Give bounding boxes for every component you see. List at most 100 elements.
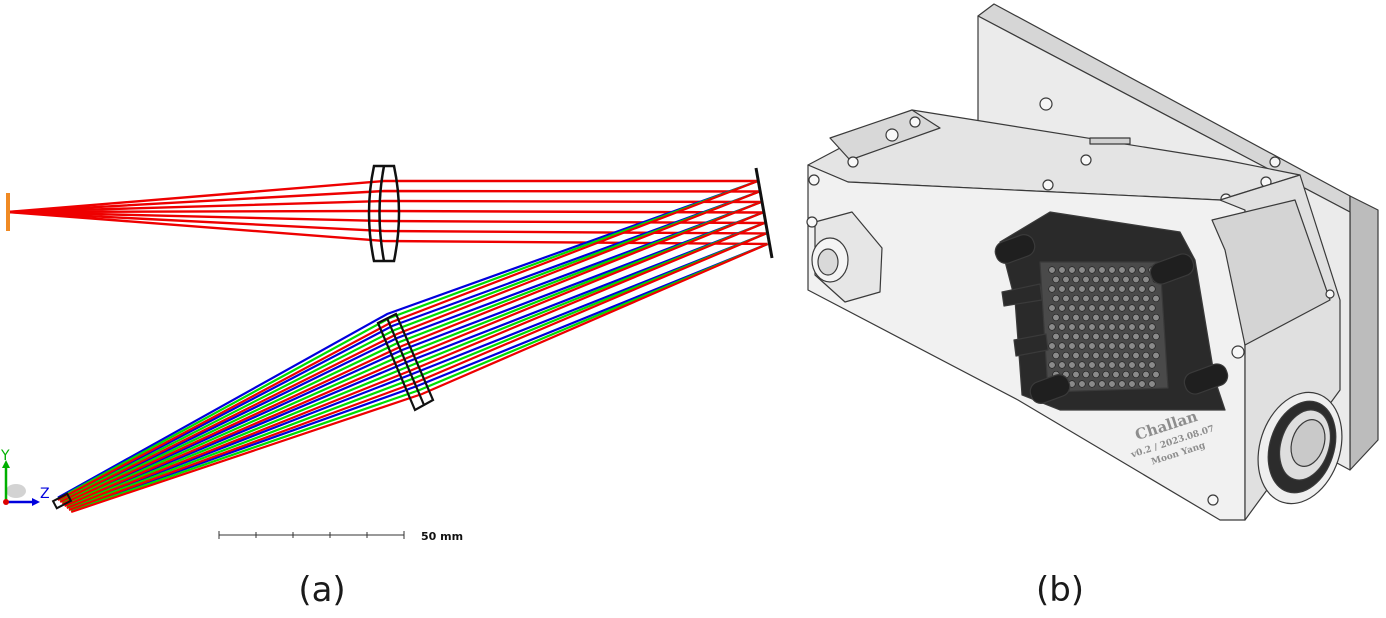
grid-cell bbox=[1112, 294, 1120, 303]
grid-cell bbox=[1048, 285, 1056, 293]
grid-cell bbox=[1148, 304, 1156, 312]
ray-green bbox=[70, 242, 769, 512]
ray-red bbox=[7, 210, 765, 225]
grid-cell bbox=[1148, 285, 1156, 293]
grid-cell bbox=[1048, 266, 1056, 274]
grid-cell bbox=[1122, 313, 1130, 322]
grid-cell bbox=[1128, 361, 1136, 369]
grid-cell bbox=[1068, 285, 1076, 293]
grid-cell bbox=[1122, 294, 1130, 303]
grid-cell bbox=[1138, 304, 1146, 312]
grid-cell bbox=[1092, 351, 1100, 360]
grid-cell bbox=[1132, 332, 1140, 341]
ray-red bbox=[7, 179, 758, 214]
grid-cell bbox=[1088, 266, 1096, 274]
ray-red bbox=[7, 189, 760, 214]
grid-cell bbox=[1048, 323, 1056, 331]
grid-cell bbox=[1142, 332, 1150, 341]
grid-cell bbox=[1148, 361, 1156, 369]
grid-cell bbox=[1058, 285, 1066, 293]
grid-cell bbox=[1062, 275, 1070, 284]
grid-cell bbox=[1048, 342, 1056, 350]
grid-cell bbox=[1102, 313, 1110, 322]
grid-cell bbox=[1078, 342, 1086, 350]
grid-cell bbox=[1108, 342, 1116, 350]
collimator-lens bbox=[367, 164, 401, 263]
scale-bar bbox=[218, 531, 405, 539]
grid-cell bbox=[1098, 266, 1106, 274]
back-plate-right-face bbox=[1349, 195, 1379, 471]
grid-cell bbox=[1138, 323, 1146, 331]
caption-b: (b) bbox=[1035, 570, 1085, 610]
grid-cell bbox=[1088, 361, 1096, 369]
grid-cell bbox=[1088, 285, 1096, 293]
scale-bar-label: 50 mm bbox=[421, 530, 463, 543]
grid-cell bbox=[1062, 351, 1070, 360]
grid-cell bbox=[1062, 332, 1070, 341]
ray-red bbox=[7, 210, 768, 246]
grid-cell bbox=[1118, 342, 1126, 350]
grid-cell bbox=[1078, 323, 1086, 331]
grid-cell bbox=[1052, 313, 1060, 322]
ray-blue bbox=[68, 232, 767, 509]
grid-cell bbox=[1112, 332, 1120, 341]
detector-plane bbox=[51, 492, 73, 510]
lens-barrel bbox=[1257, 391, 1343, 505]
grid-cell bbox=[1082, 294, 1090, 303]
grid-cell bbox=[1148, 380, 1156, 388]
grid-cell bbox=[1118, 266, 1126, 274]
grid-cell bbox=[1138, 380, 1146, 388]
ray-red bbox=[68, 232, 767, 512]
ray-green bbox=[59, 190, 760, 502]
grid-cell bbox=[1118, 323, 1126, 331]
ray-green bbox=[64, 211, 764, 506]
grid-cell bbox=[1052, 294, 1060, 303]
grid-cell bbox=[1092, 370, 1100, 379]
ray-green bbox=[68, 232, 767, 510]
grid-cell bbox=[1128, 380, 1136, 388]
ray-red bbox=[59, 190, 761, 503]
ray-red bbox=[7, 209, 763, 214]
grid-cell bbox=[1128, 304, 1136, 312]
ray-blue bbox=[64, 211, 764, 505]
grid-cell bbox=[1062, 313, 1070, 322]
grid-cell bbox=[1112, 370, 1120, 379]
grid-cell bbox=[1088, 380, 1096, 388]
grid-cell bbox=[1058, 342, 1066, 350]
grid-cell bbox=[1102, 370, 1110, 379]
grid-cell bbox=[1102, 294, 1110, 303]
grid-cell bbox=[1068, 361, 1076, 369]
grid-cell bbox=[1082, 351, 1090, 360]
diffraction-grating bbox=[754, 167, 774, 259]
grid-cell bbox=[1138, 266, 1146, 274]
grid-cell bbox=[1128, 323, 1136, 331]
grid-cell bbox=[1082, 370, 1090, 379]
grid-cell bbox=[1068, 342, 1076, 350]
grid-cell bbox=[1142, 313, 1150, 322]
grid-cell bbox=[1068, 266, 1076, 274]
grid-cell bbox=[1112, 313, 1120, 322]
grid-cell bbox=[1098, 304, 1106, 312]
grid-cell bbox=[1128, 342, 1136, 350]
grid-cell bbox=[1078, 380, 1086, 388]
ray-red bbox=[70, 242, 769, 514]
grid-cell bbox=[1152, 351, 1160, 360]
ray-blue bbox=[59, 190, 760, 501]
grid-cell bbox=[1122, 351, 1130, 360]
ray-red bbox=[66, 221, 765, 510]
axis-triad: Y Z bbox=[0, 448, 50, 506]
grid-cell bbox=[1098, 361, 1106, 369]
grid-cell bbox=[1082, 275, 1090, 284]
grid-cell bbox=[1058, 361, 1066, 369]
grid-cell bbox=[1072, 294, 1080, 303]
ray-red bbox=[7, 210, 767, 235]
ray-red bbox=[57, 179, 759, 501]
grid-cell bbox=[1078, 266, 1086, 274]
grid-cell bbox=[1142, 275, 1150, 284]
grid-cell bbox=[1098, 285, 1106, 293]
sensor-grid bbox=[1048, 266, 1160, 388]
grid-cell bbox=[1138, 285, 1146, 293]
grid-cell bbox=[1062, 294, 1070, 303]
grid-cell bbox=[1052, 351, 1060, 360]
ray-blue bbox=[57, 179, 759, 499]
